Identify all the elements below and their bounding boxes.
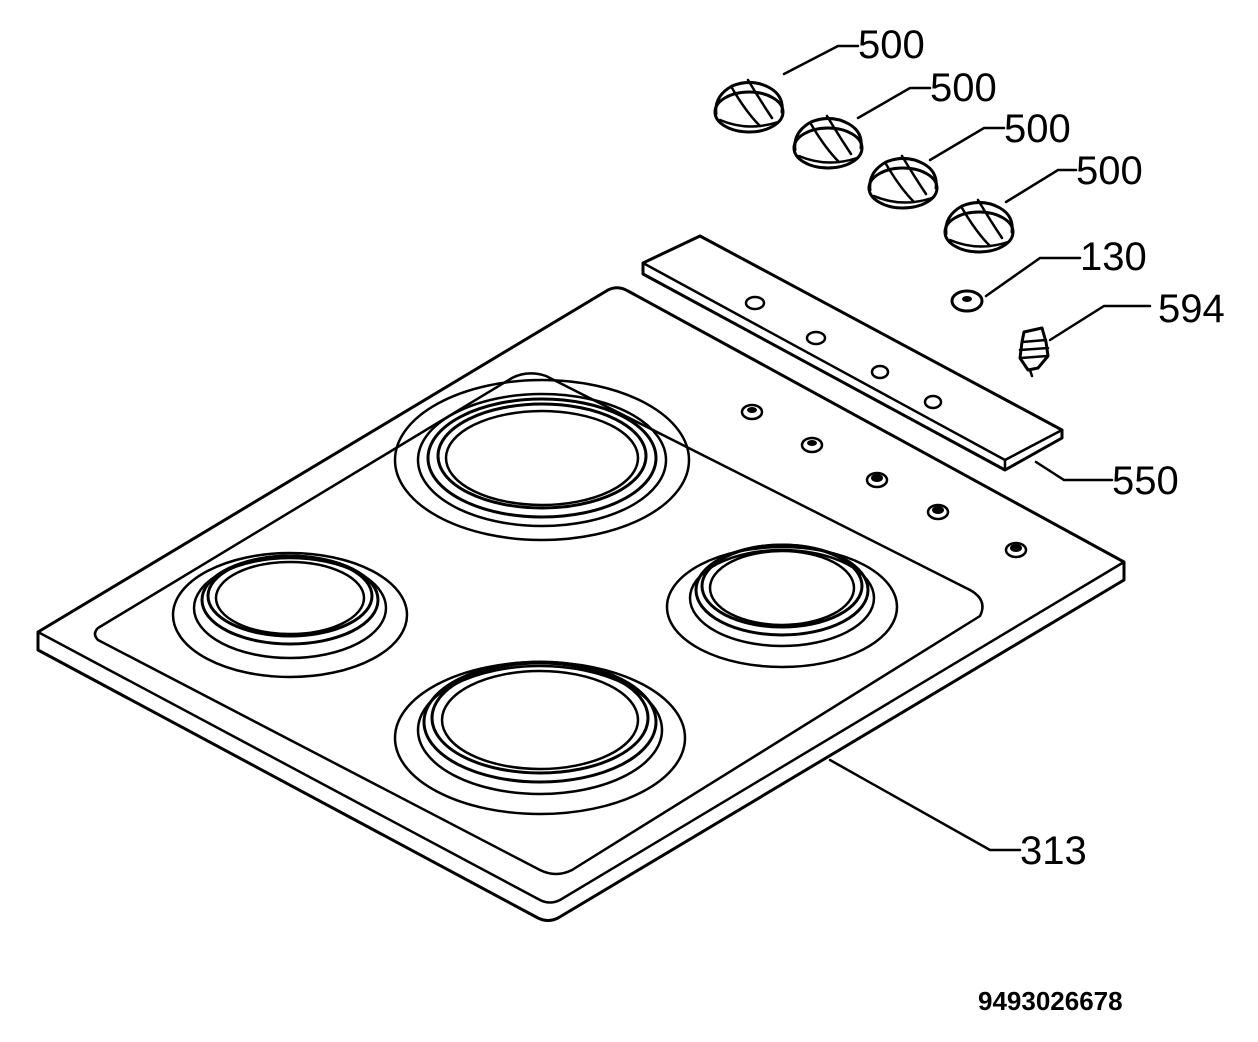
control-knob-4 (943, 198, 1015, 254)
hob-hole-3 (865, 471, 889, 489)
igniter-electrode (1018, 326, 1050, 378)
spark-plug-cap (950, 289, 984, 313)
leader-knob-3 (928, 126, 1006, 162)
burner-large-rear (393, 378, 691, 542)
control-panel-strip (641, 234, 1064, 472)
control-knob-1 (713, 78, 785, 134)
burner-left (171, 551, 409, 679)
callout-knob-3: 500 (1004, 107, 1071, 151)
leader-control-panel (1034, 460, 1114, 482)
document-number: 9493026678 (978, 986, 1123, 1016)
callout-knob-2: 500 (930, 66, 997, 110)
leader-knob-1 (782, 44, 860, 76)
callout-knob-4: 500 (1076, 149, 1143, 193)
callout-spark-cap: 130 (1080, 235, 1147, 279)
callout-knob-1: 500 (858, 23, 925, 67)
burner-large-front (393, 660, 687, 816)
leader-knob-4 (1004, 168, 1078, 204)
hob-control-holes (740, 403, 1028, 559)
callout-hob-top: 313 (1020, 829, 1087, 873)
callout-control-panel: 550 (1112, 459, 1179, 503)
burner-right (665, 543, 899, 669)
hob-hole-5 (1004, 541, 1028, 559)
callout-igniter: 594 (1158, 287, 1225, 331)
leader-igniter (1048, 304, 1152, 342)
leader-spark-cap (984, 256, 1082, 298)
hob-top-plate (36, 286, 1126, 922)
control-knob-2 (792, 114, 864, 170)
hob-hole-1 (740, 403, 764, 421)
control-knob-3 (867, 154, 939, 210)
leader-hob-top (828, 758, 1022, 852)
hob-hole-2 (800, 436, 824, 454)
leader-knob-2 (856, 86, 932, 120)
hob-hole-4 (926, 503, 950, 521)
